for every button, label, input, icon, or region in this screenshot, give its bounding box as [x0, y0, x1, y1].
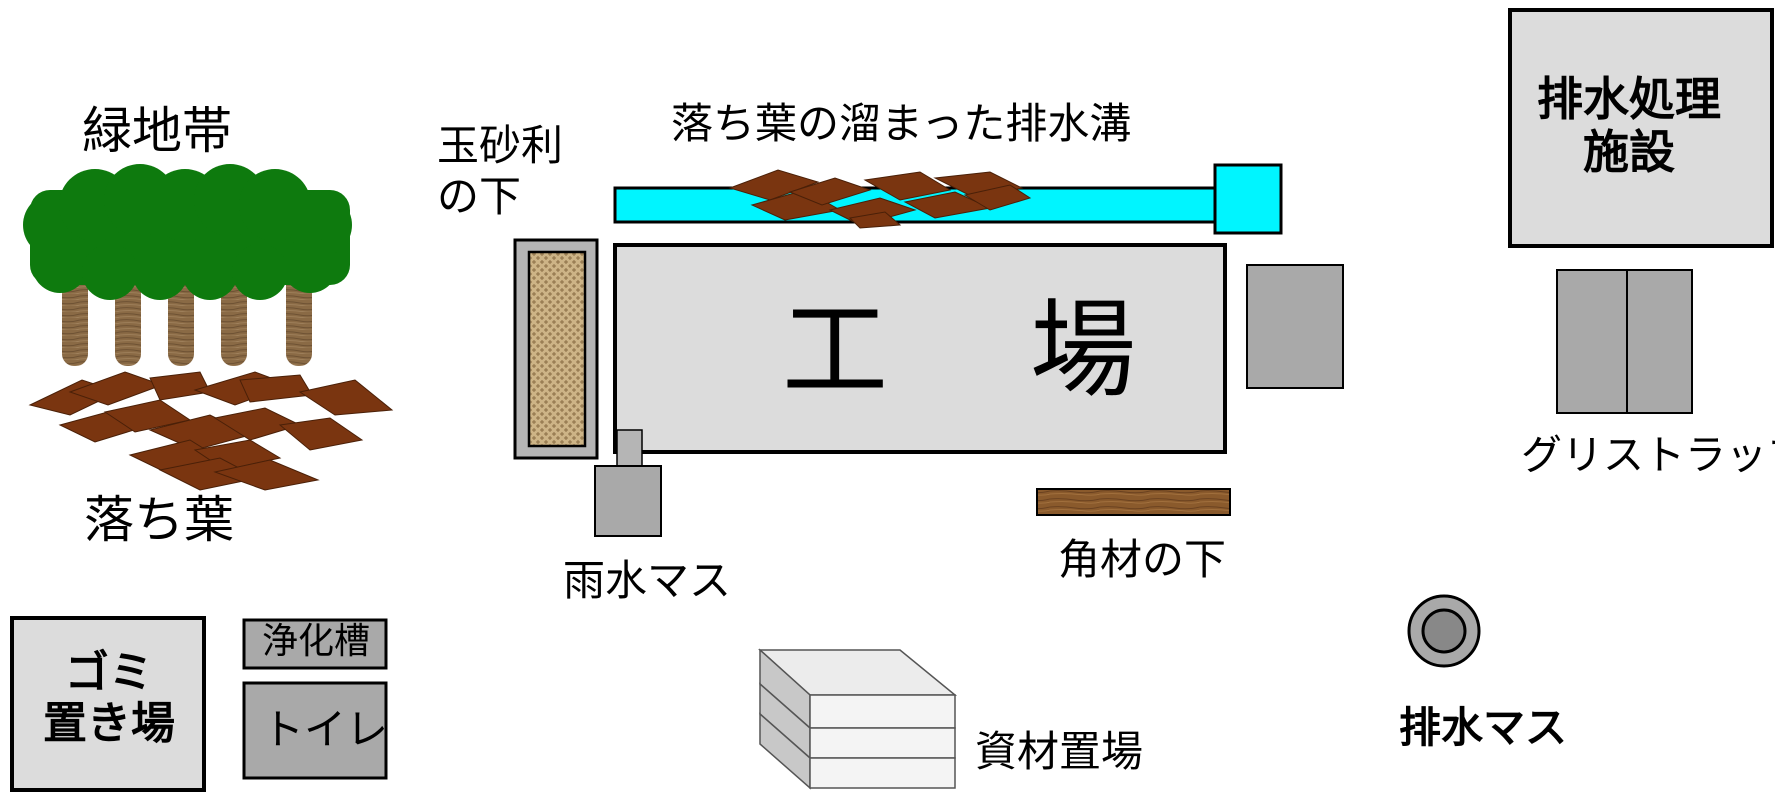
ditch-leaves [728, 169, 1032, 229]
septic-tank-label: 浄化槽 [262, 621, 371, 662]
material-storage-label: 資材置場 [975, 727, 1144, 776]
grease-trap-right [1626, 269, 1693, 414]
toilet-box [242, 681, 388, 780]
green-belt-label: 緑地帯 [82, 102, 232, 160]
rain-basin-box [594, 465, 662, 537]
garbage-area-label: ゴミ 置き場 [43, 647, 175, 749]
rain-basin-label: 雨水マス [563, 556, 732, 605]
equipment-box [1246, 264, 1344, 389]
garbage-area-box [10, 616, 206, 792]
factory-label: 工 場 [782, 289, 1154, 412]
material-stack [758, 648, 958, 790]
fallen-leaves-label: 落ち葉 [84, 491, 234, 549]
wastewater-facility-box [1508, 8, 1774, 248]
under-lumber-label: 角材の下 [1058, 535, 1227, 584]
wastewater-facility-label: 排水処理 施設 [1537, 72, 1721, 179]
drain-with-leaves-label: 落ち葉の溜まった排水溝 [671, 99, 1132, 148]
factory-building [613, 243, 1227, 454]
under-gravel-label: 玉砂利 の下 [437, 121, 564, 222]
rain-basin-pipe [616, 429, 643, 467]
toilet-label: トイレ [262, 705, 389, 754]
grease-trap-left [1556, 269, 1628, 414]
tree-canopy [23, 164, 352, 300]
drain-basin-label: 排水マス [1399, 703, 1568, 752]
lumber-piece [1036, 488, 1231, 516]
drain-basin-inner [1421, 608, 1467, 654]
fallen-leaves-pile [28, 371, 394, 491]
drainage-ditch-end [1213, 163, 1283, 235]
septic-tank-box [242, 618, 388, 670]
gravel-bed [527, 250, 587, 448]
grease-trap-label: グリストラップ [1521, 431, 1775, 479]
